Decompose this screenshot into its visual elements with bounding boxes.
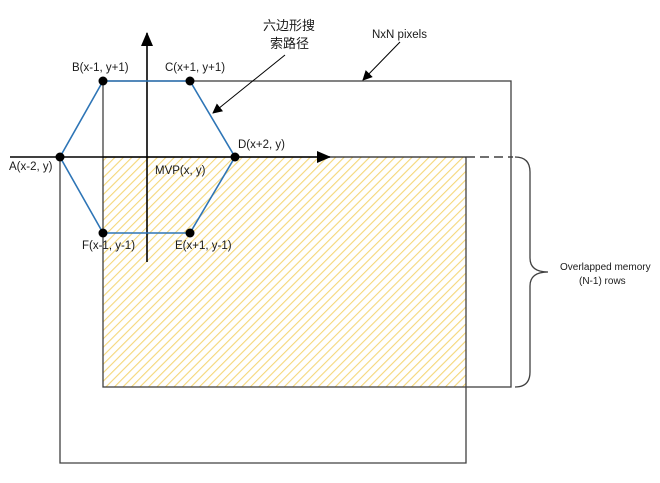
nxn-pixels-label: NxN pixels xyxy=(372,29,427,41)
point-f xyxy=(98,228,108,238)
hexagon-path-title-line1: 六边形搜 xyxy=(263,19,315,34)
label-mvp-center: MVP(x, y) xyxy=(155,165,206,177)
overlap-brace xyxy=(514,156,549,388)
point-d xyxy=(230,152,240,162)
point-a xyxy=(55,152,65,162)
label-point-d: D(x+2, y) xyxy=(238,139,285,151)
overlap-hatched-region xyxy=(103,157,466,387)
nxn-annotation-arrow xyxy=(362,41,401,81)
point-c xyxy=(185,76,195,86)
label-point-e: E(x+1, y-1) xyxy=(175,240,232,252)
overlap-label-line1: Overlapped memory xyxy=(560,262,651,273)
label-point-c: C(x+1, y+1) xyxy=(165,62,225,74)
label-point-f: F(x-1, y-1) xyxy=(82,240,135,252)
label-point-b: B(x-1, y+1) xyxy=(72,62,129,74)
nxn-frame-bottom xyxy=(59,157,467,464)
hexagon-annotation-arrow xyxy=(212,54,286,114)
point-e xyxy=(185,228,195,238)
label-point-a: A(x-2, y) xyxy=(9,161,53,173)
hexagon-path-title-line2: 索路径 xyxy=(270,36,309,52)
overlap-label-line2: (N-1) rows xyxy=(579,276,626,287)
point-b xyxy=(98,76,108,86)
